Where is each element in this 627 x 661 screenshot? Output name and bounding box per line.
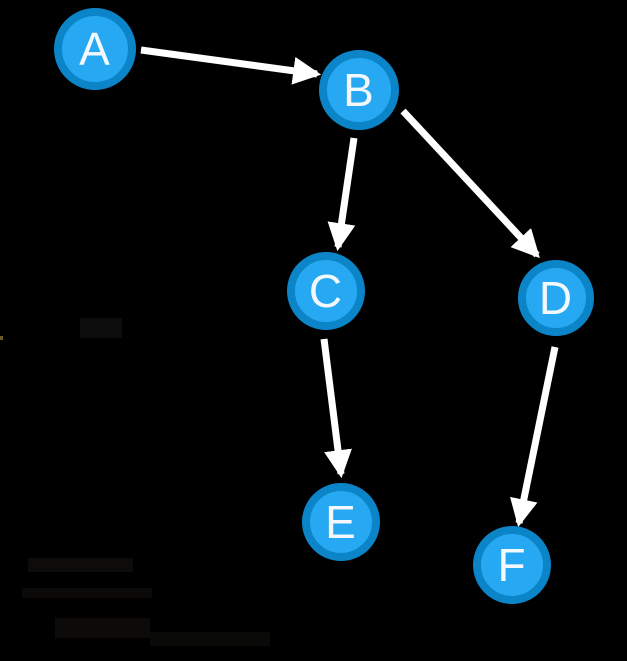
node-label-A: A (79, 23, 111, 75)
node-circle-E[interactable] (302, 483, 380, 561)
node-circle-C[interactable] (287, 252, 365, 330)
graph-edge-C-E (320, 338, 352, 479)
node-circle-A[interactable] (54, 8, 136, 90)
graph-edge-B-D (400, 108, 540, 259)
node-circle-F[interactable] (473, 526, 551, 604)
node-circle-D[interactable] (518, 260, 594, 336)
graph-node-A[interactable]: A (54, 8, 136, 90)
graph-node-B[interactable]: B (319, 50, 399, 130)
graph-node-F[interactable]: F (473, 526, 551, 604)
graph-edge-B-C (327, 137, 358, 252)
graph-node-E[interactable]: E (302, 483, 380, 561)
node-circle-B[interactable] (319, 50, 399, 130)
node-label-F: F (497, 539, 526, 591)
graph-node-D[interactable]: D (518, 260, 594, 336)
graph-edge-A-B (140, 46, 322, 85)
graph-node-C[interactable]: C (287, 252, 365, 330)
graph-edge-D-F (510, 346, 559, 528)
node-label-B: B (343, 64, 375, 116)
node-label-D: D (539, 272, 573, 324)
node-label-E: E (325, 496, 357, 548)
node-label-C: C (309, 265, 343, 317)
